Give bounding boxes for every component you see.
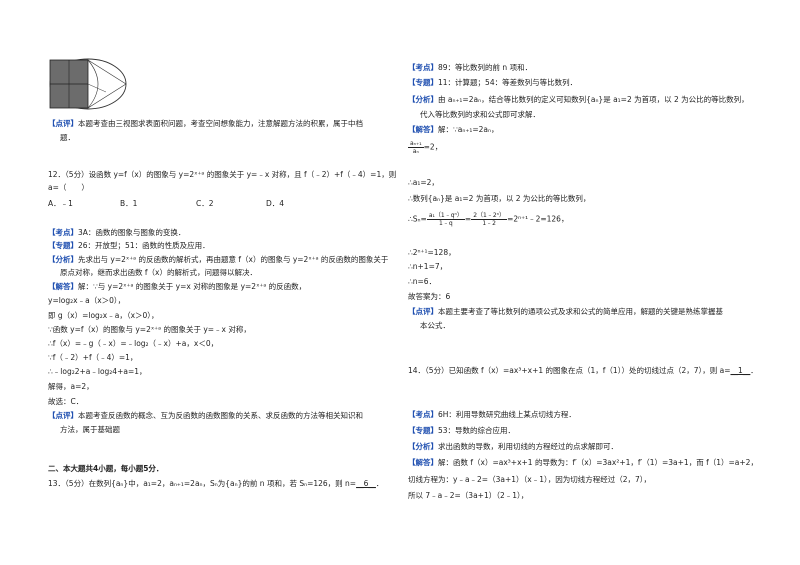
left-column: 【点评】本题考查由三视图求表面积问题，考查空间想象能力，注意解题方法的积累，属于…: [48, 0, 396, 565]
tangent-step-1: 切线方程为：y﹣a﹣2=（3a+1）（x﹣1），因为切线方程经过（2，7），: [408, 475, 652, 484]
solution-step-3: ∴2ⁿ⁺¹=128，: [408, 248, 456, 257]
sum-fraction-2: 2（1﹣2ⁿ）1﹣2: [471, 212, 508, 227]
solution-step-7: 解得，a=2，: [48, 382, 94, 391]
solution-step-2: ∴数列{aₙ}是 a₁=2 为首项，以 2 为公比的等比数列，: [408, 194, 591, 203]
sum-fraction-1: a₁（1﹣qⁿ）1﹣q: [426, 212, 465, 227]
sum-formula-line: ∴Sₙ=a₁（1﹣qⁿ）1﹣q=2（1﹣2ⁿ）1﹣2=2ⁿ⁺¹﹣2=126，: [408, 212, 569, 227]
jieda-line: 【解答】解：∵与 y=2ˣ⁺ᵃ 的图象关于 y=x 对称的图象是 y=2ˣ⁺ᵃ …: [48, 282, 307, 291]
kaodian-line: 【考点】3A：函数的图象与图象的变换．: [48, 228, 186, 237]
kaodian-line: 【考点】89：等比数列的前 n 项和．: [408, 63, 533, 72]
solution-step-6: ∴﹣log₂2+a﹣log₂4+a=1，: [48, 367, 147, 376]
question-12-stem: 12．（5分）设函数 y=f（x）的图象与 y=2ˣ⁺ᵃ 的图象关于 y=﹣x …: [48, 170, 397, 179]
three-view-figure: [49, 58, 127, 110]
comment-line: 【点评】本题考查由三视图求表面积问题，考查空间想象能力，注意解题方法的积累，属于…: [48, 119, 363, 128]
solution-step-4: ∴n+1=7，: [408, 262, 448, 271]
fenxi-line-2: 代入等比数列的求和公式即可求解．: [420, 110, 540, 119]
solution-step-3: ∵函数 y=f（x）的图象与 y=2ˣ⁺ᵃ 的图象关于 y=﹣x 对称，: [48, 325, 251, 334]
solution-step-4: ∴f（x）=﹣g（﹣x）=﹣log₂（﹣x）+a，x＜0，: [48, 339, 219, 348]
solution-step-1: y=log₂x﹣a（x＞0），: [48, 296, 126, 305]
fenxi-line: 【分析】由 aₙ₊₁=2aₙ，结合等比数列的定义可知数列{aₙ}是 a₁=2 为…: [408, 95, 749, 104]
question-14-stem: 14．（5分）已知函数 f（x）=ax³+x+1 的图象在点（1，f（1））处的…: [408, 366, 758, 375]
comment-line-2: 题．: [60, 133, 75, 142]
dianping-line: 【点评】本题考查反函数的概念、互为反函数的函数图象的关系、求反函数的方法等相关知…: [48, 411, 363, 420]
solution-step-2: 即 g（x）=log₂x﹣a，（x＞0），: [48, 311, 159, 320]
solution-step-1: ∴a₁=2，: [408, 178, 439, 187]
solution-step-5: ∵f（﹣2）+f（﹣4）=1，: [48, 353, 138, 362]
section-heading: 二、本大题共4小题，每小题5分．: [48, 464, 164, 473]
tangent-step-2: 所以 7﹣a﹣2=（3a+1）（2﹣1），: [408, 491, 529, 500]
solution-step-6: 故答案为：6: [408, 292, 451, 301]
jieda-line: 【解答】解：∵aₙ₊₁=2aₙ，: [408, 125, 499, 134]
question-12-stem-2: a=（ ）: [48, 183, 89, 192]
fenxi-line-3: 【分析】求出函数的导数，利用切线的方程经过的点求解即可．: [408, 442, 618, 451]
solution-step-8: 故选：C．: [48, 397, 84, 406]
zhuanti-line: 【专题】26：开放型；51：函数的性质及应用．: [48, 241, 210, 250]
fenxi-line-2: 原点对称，继而求出函数 f（x）的解析式，问题得以解决．: [60, 268, 257, 277]
zhuanti-line: 【专题】11：计算题；54：等差数列与等比数列．: [408, 78, 578, 87]
question-12-option-a: A．﹣1: [48, 199, 73, 208]
question-12-option-d: D．4: [266, 199, 285, 208]
question-12-option-c: C．2: [196, 199, 214, 208]
kaodian-line-2: 【考点】6H：利用导数研究曲线上某点切线方程．: [408, 410, 576, 419]
dianping-line-2: 本公式．: [420, 321, 450, 330]
right-column: 【考点】89：等比数列的前 n 项和． 【专题】11：计算题；54：等差数列与等…: [408, 0, 758, 565]
jieda-line-2: 【解答】解：函数 f（x）=ax³+x+1 的导数为：f′（x）=3ax²+1，…: [408, 458, 758, 467]
dianping-line: 【点评】本题主要考查了等比数列的通项公式及求和公式的简单应用，解题的关键是熟练掌…: [408, 307, 723, 316]
question-12-option-b: B．1: [120, 199, 138, 208]
solution-step-5: ∴n=6．: [408, 277, 437, 286]
zhuanti-line-2: 【专题】53：导数的综合应用．: [408, 426, 516, 435]
fenxi-line: 【分析】先求出与 y=2ˣ⁺ᵃ 的反函数的解析式，再由题意 f（x）的图象与 y…: [48, 255, 389, 264]
dianping-line-2: 方法，属于基础题: [60, 425, 120, 434]
question-13-stem: 13．（5分）在数列{aₙ}中，a₁=2，aₙ₊₁=2aₙ，Sₙ为{aₙ}的前 …: [48, 479, 384, 488]
